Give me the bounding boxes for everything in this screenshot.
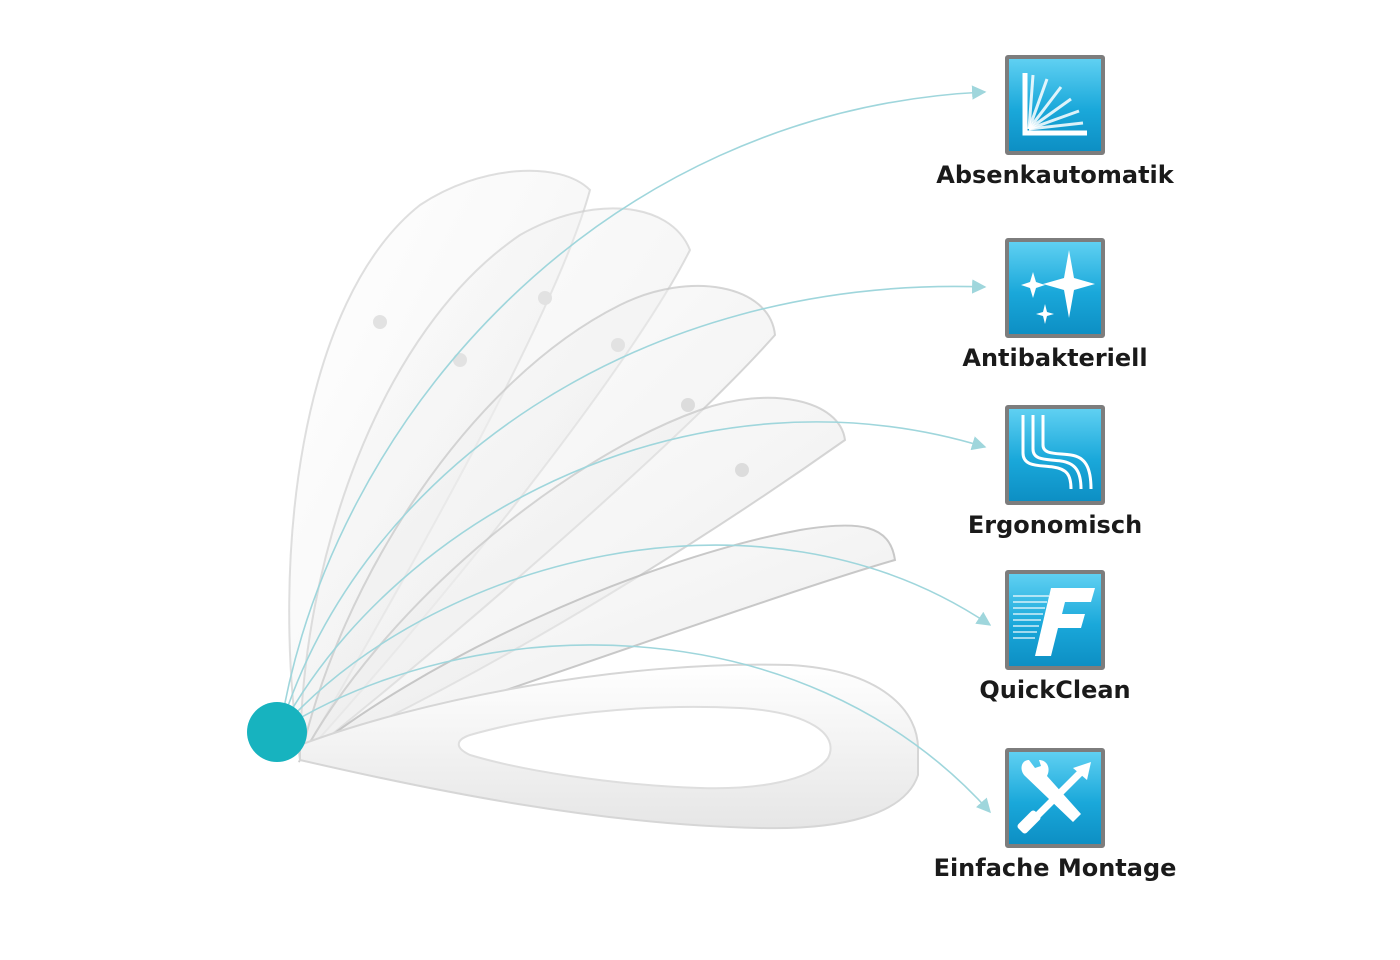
feature-label-absenkautomatik: Absenkautomatik xyxy=(936,161,1174,189)
feature-ergonomisch: Ergonomisch xyxy=(925,405,1185,539)
quickclean-f-icon xyxy=(1005,570,1105,670)
soft-close-icon xyxy=(1005,55,1105,155)
tools-icon xyxy=(1005,748,1105,848)
feature-label-quickclean: QuickClean xyxy=(979,676,1131,704)
arrow-quickclean xyxy=(279,544,992,731)
feature-antibakteriell: Antibakteriell xyxy=(925,238,1185,372)
feature-einfache-montage: Einfache Montage xyxy=(925,748,1185,882)
feature-quickclean: QuickClean xyxy=(925,570,1185,704)
feature-label-antibakteriell: Antibakteriell xyxy=(962,344,1148,372)
arrow-absenkautomatik xyxy=(279,85,987,731)
sparkle-icon xyxy=(1005,238,1105,338)
arrow-einfache-montage xyxy=(279,644,991,814)
motion-arrows xyxy=(279,85,992,814)
feature-label-einfache-montage: Einfache Montage xyxy=(933,854,1177,882)
feature-absenkautomatik: Absenkautomatik xyxy=(925,55,1185,189)
feature-label-ergonomisch: Ergonomisch xyxy=(967,511,1143,539)
arrow-ergonomisch xyxy=(279,421,987,731)
hinge-dot xyxy=(247,702,307,762)
seat-ring xyxy=(299,663,920,830)
seat-opening xyxy=(457,705,832,790)
lid-stages xyxy=(288,169,897,763)
arrow-antibakteriell xyxy=(279,279,987,731)
ergonomic-curve-icon xyxy=(1005,405,1105,505)
